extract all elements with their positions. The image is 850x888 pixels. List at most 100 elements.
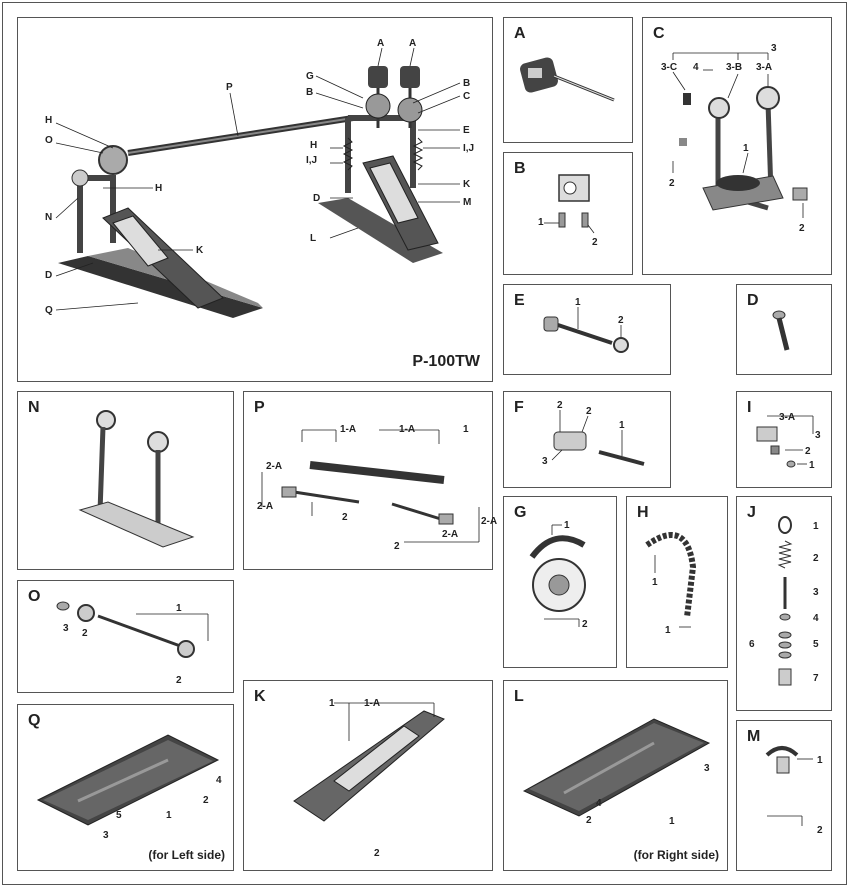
spring-holder-illustration: 3-A 3 2 1: [756, 412, 821, 471]
label-A-left: A: [377, 38, 384, 49]
panel-L: L 3 4 2 1 (for Right side): [503, 680, 728, 871]
label-D-right: D: [313, 193, 320, 204]
callout-J-5: 5: [813, 639, 819, 650]
frame-n-illustration: [78, 410, 195, 548]
panel-I: I 3-A 3 2 1: [736, 391, 832, 488]
callout-P-1A-right: 1-A: [399, 424, 415, 435]
panel-O-title: O: [28, 588, 41, 605]
callout-F-1: 1: [619, 420, 625, 431]
callout-J-7: 7: [813, 673, 819, 684]
callout-E-1: 1: [575, 297, 581, 308]
panel-I-title: I: [747, 399, 752, 416]
label-H-right: H: [310, 140, 317, 151]
label-M: M: [463, 197, 471, 208]
callout-J-4: 4: [813, 613, 819, 624]
callout-P-2A-right: 2-A: [481, 516, 497, 527]
callout-B-2: 2: [592, 237, 598, 248]
callout-C-2-left: 2: [669, 178, 675, 189]
callout-M-1: 1: [817, 755, 823, 766]
hinge-illustration: 2 2 1 3: [542, 400, 645, 467]
panel-C: C 3 3-C 4 3-B 3-A 1 2 2: [642, 17, 832, 275]
label-E: E: [463, 125, 470, 136]
panel-B: B 1 2: [503, 152, 633, 275]
callout-L-1: 1: [669, 816, 675, 827]
callout-P-2A-bottom: 2-A: [442, 529, 458, 540]
twin-pedal-illustration: H O H N D Q K P A A G B B C E I,J H I,J …: [45, 38, 474, 318]
callout-G-1: 1: [564, 520, 570, 531]
callout-P-2-right: 2: [394, 541, 400, 552]
panel-F: F 2 2 1 3: [503, 391, 671, 488]
callout-Q-2: 2: [203, 795, 209, 806]
callout-O-2-right: 2: [176, 675, 182, 686]
panel-C-title: C: [653, 25, 665, 42]
callout-C-1: 1: [743, 143, 749, 154]
frame-illustration: 3 3-C 4 3-B 3-A 1 2 2: [661, 43, 808, 234]
callout-F-2-right: 2: [586, 406, 592, 417]
spring-assembly-illustration: 1 2 3 4 5 6 7: [749, 516, 819, 686]
callout-P-1A-left: 1-A: [340, 424, 356, 435]
panel-K: K 1 1-A 2: [243, 680, 493, 871]
beater-illustration: [520, 57, 615, 102]
driveshaft-parts-illustration: 1-A 1-A 1 2-A 2-A 2 2 2-A 2-A: [257, 424, 497, 552]
spur-illustration: 1 2: [765, 746, 823, 836]
callout-I-3A: 3-A: [779, 412, 795, 423]
panel-P-title: P: [254, 399, 265, 416]
panel-M: M 1 2: [736, 720, 832, 871]
callout-C-3: 3: [771, 43, 777, 54]
left-baseplate-illustration: 4 2 1 5 3: [36, 734, 222, 841]
label-IJ-left: I,J: [306, 155, 317, 166]
callout-Q-3: 3: [103, 830, 109, 841]
callout-B-1: 1: [538, 217, 544, 228]
panel-G: G 1 2: [503, 496, 617, 668]
panel-F-title: F: [514, 399, 524, 416]
sprocket-illustration: 1 2: [529, 520, 588, 630]
beater-a-left: [368, 66, 388, 88]
callout-M-2: 2: [817, 825, 823, 836]
callout-Q-5: 5: [116, 810, 122, 821]
panel-D-title: D: [747, 292, 759, 309]
callout-F-2-left: 2: [557, 400, 563, 411]
label-D-left: D: [45, 270, 52, 281]
axle-illustration: 1 2: [543, 297, 629, 353]
panel-N-title: N: [28, 399, 40, 416]
callout-J-3: 3: [813, 587, 819, 598]
label-B-right: B: [463, 78, 470, 89]
left-cam: [98, 145, 128, 175]
panel-N: N: [17, 391, 234, 570]
panel-J-title: J: [747, 504, 756, 521]
panel-Q-caption: (for Left side): [148, 848, 225, 862]
callout-P-2A-top: 2-A: [266, 461, 282, 472]
callout-C-3A: 3-A: [756, 62, 772, 73]
label-G: G: [306, 71, 314, 82]
panel-H-title: H: [637, 504, 649, 521]
footboard-axle-illustration: 1 3 2 2: [56, 601, 209, 686]
panel-H: H 1 1: [626, 496, 728, 668]
panel-M-title: M: [747, 728, 761, 745]
callout-I-2: 2: [805, 446, 811, 457]
callout-E-2: 2: [618, 315, 624, 326]
main-assembly-panel: H O H N D Q K P A A G B B C E I,J H I,J …: [17, 17, 493, 382]
callout-L-4: 4: [596, 798, 602, 809]
label-A-right: A: [409, 38, 416, 49]
label-K-right: K: [463, 179, 471, 190]
panel-E: E 1 2: [503, 284, 671, 375]
chain-illustration: 1 1: [645, 532, 697, 636]
callout-C-2-right: 2: [799, 223, 805, 234]
panel-D: D: [736, 284, 832, 375]
panel-Q-title: Q: [28, 712, 41, 729]
beater-a-right: [400, 66, 420, 88]
callout-K-2: 2: [374, 848, 380, 859]
label-K-left: K: [196, 245, 204, 256]
callout-C-3B: 3-B: [726, 62, 742, 73]
callout-H-1-top: 1: [652, 577, 658, 588]
callout-O-2-left: 2: [82, 628, 88, 639]
label-C: C: [463, 91, 470, 102]
label-N: N: [45, 212, 52, 223]
callout-I-3: 3: [815, 430, 821, 441]
label-H-mid: H: [155, 183, 162, 194]
callout-P-2A-mid: 2-A: [257, 501, 273, 512]
model-name: P-100TW: [412, 353, 480, 370]
callout-J-6: 6: [749, 639, 755, 650]
right-baseplate-illustration: 3 4 2 1: [522, 718, 711, 827]
label-Q: Q: [45, 305, 53, 316]
